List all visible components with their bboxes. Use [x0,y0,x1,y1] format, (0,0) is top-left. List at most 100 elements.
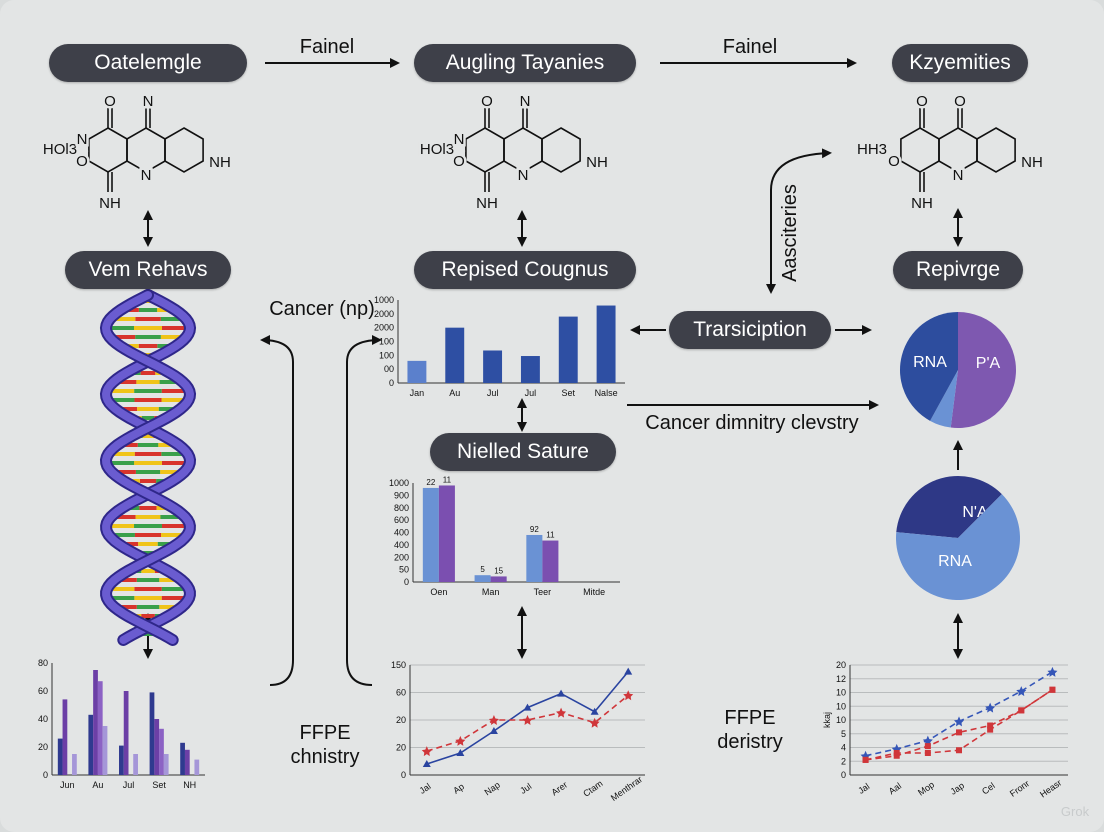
label-cancer-np: Cancer (np) [269,298,375,320]
label-cancer-long: Cancer dimnitry clevstry [645,412,859,434]
bar [474,575,491,582]
x-tick-label: Arer [550,780,570,798]
marker-star [623,690,634,701]
marker-square [924,743,931,750]
y-tick-label: 100 [379,350,394,360]
y-tick-label: 900 [394,490,409,500]
x-tick-label: Nalse [595,388,618,398]
atom-label: N [520,93,531,110]
marker-triangle [590,707,599,715]
bar [483,350,503,383]
marker-square [924,750,931,756]
y-tick-label: 150 [391,660,406,670]
bar [119,745,124,775]
pill-transcription: Trarsiciption [669,311,831,349]
bar [180,742,185,775]
atom-label: NH [209,154,231,171]
atom-label: O [104,93,116,110]
marker-square [956,729,962,736]
atom-label: NH [911,195,933,212]
marker-triangle [422,760,431,767]
chart-pie_top: P'A RNA [899,312,1016,428]
marker-triangle [489,727,498,734]
x-tick-label: Menthrar [609,774,644,803]
x-tick-label: Au [449,388,460,398]
pie-label: RNA [913,354,947,371]
molecule-ring [541,127,581,173]
x-tick-label: Teer [534,587,552,597]
pie-slice [896,475,1002,538]
label-fainel-1: Fainel [299,36,355,58]
atom-label: NH [99,195,121,212]
bar [93,670,98,775]
y-tick-label: 10 [836,715,846,725]
bar [62,699,68,775]
bar [154,719,160,775]
bar [72,754,77,775]
atom-label: NH [586,154,608,171]
molecule-ring [126,127,166,173]
bar [159,728,164,775]
x-tick-label: Ap [451,781,466,796]
y-tick-label: 12 [836,674,846,684]
y-tick-label: 400 [394,528,409,538]
molecule-ring [938,127,978,173]
bar [438,485,455,582]
bar [520,356,540,383]
marker-star [1016,686,1027,697]
marker-star [455,735,466,746]
bar [102,726,108,775]
x-tick-label: Jal [856,781,871,796]
dna-helix [99,289,197,646]
watermark-grok: Grok [1060,804,1090,819]
marker-star [589,717,600,728]
atom-label: NH [1021,154,1043,171]
x-tick-label: NH [183,780,196,790]
bar [133,754,138,775]
y-tick-label: 80 [38,658,48,668]
x-tick-label: Nap [483,780,502,798]
atom-label: HH3 [857,141,887,158]
pill-repised-cougnus: Repised Cougnus [414,251,636,289]
x-tick-label: Mitde [583,587,605,597]
bar [57,738,63,775]
molecule-ring [900,127,940,173]
x-tick-label: Au [92,780,103,790]
y-tick-label: 200 [394,552,409,562]
atom-label: O [481,93,493,110]
label-ffpe-left: FFPE chnistry [291,721,360,769]
x-tick-label: Jap [948,780,966,797]
y-tick-label: 0 [43,770,48,780]
data-label: 15 [494,566,503,575]
pie-label: P'A [976,355,1001,372]
atom-label: O [76,153,88,170]
atom-label: N [518,167,529,184]
pie-slice [899,312,958,421]
series-line [865,671,1053,757]
y-tick-label: 400 [394,540,409,550]
atom-label: HOl3 [420,141,454,158]
bar [558,316,578,383]
pie-slice [930,370,958,428]
x-tick-label: Jul [487,388,499,398]
atom-label: N [454,131,465,148]
y-tick-label: 2000 [374,323,394,333]
atom-label: N [141,167,152,184]
bar [542,540,559,582]
label-aasciteries: Aasciteries [779,184,801,282]
label-ffpe-left-line2: chnistry [290,746,360,768]
pill-kzyemities: Kzyemities [892,44,1028,82]
x-tick-label: Jul [525,388,537,398]
pie-slice [895,494,1020,600]
bar [149,692,155,775]
y-tick-label: 1000 [389,478,409,488]
bar [194,759,200,775]
marker-star [421,746,432,757]
dna-strand [101,291,195,644]
y-tick-label: 0 [389,378,394,388]
marker-star [556,707,567,718]
